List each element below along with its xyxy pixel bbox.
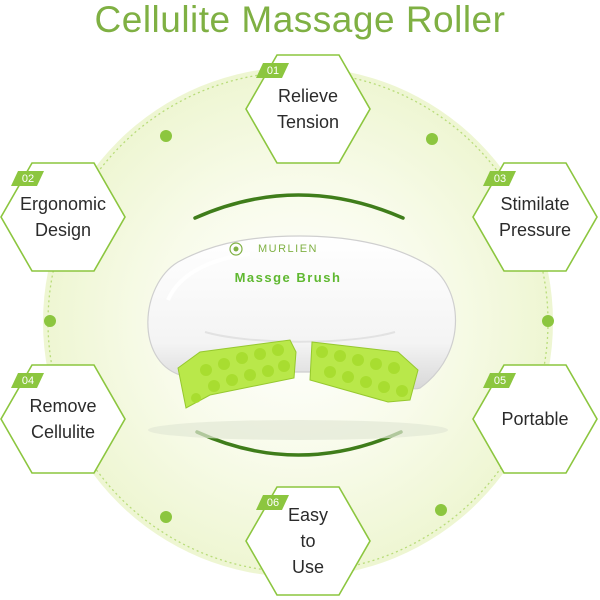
hexagon-icon <box>245 486 371 596</box>
feature-label: Ergonomic Design <box>19 194 107 240</box>
feature-label: Relieve Tension <box>276 86 340 132</box>
feature-ergonomic-design: 02 Ergonomic Design <box>0 162 126 272</box>
hexagon-icon <box>245 54 371 164</box>
feature-number: 01 <box>266 65 280 77</box>
massage-brush-product <box>147 235 456 440</box>
feature-number: 03 <box>493 173 507 185</box>
ring-dot <box>542 315 554 327</box>
top-arc <box>193 193 405 220</box>
feature-portable: 05 Portable <box>472 364 598 474</box>
hexagon-icon <box>0 162 126 272</box>
feature-stimilate-pressure: 03 Stimilate Pressure <box>472 162 598 272</box>
feature-number: 02 <box>21 173 35 185</box>
feature-label: Easy to Use <box>287 505 329 577</box>
ring-dot <box>426 133 438 145</box>
feature-label: Remove Cellulite <box>29 396 97 442</box>
feature-easy-to-use: 06 Easy to Use <box>245 486 371 596</box>
hexagon-icon <box>472 364 598 474</box>
ring-dot <box>160 130 172 142</box>
brand-logo-icon <box>229 242 243 256</box>
hexagon-icon <box>472 162 598 272</box>
product-brand: MURLIEN <box>257 243 318 255</box>
feature-label: Stimilate Pressure <box>498 194 572 240</box>
feature-label: Portable <box>501 409 569 429</box>
page-title: Cellulite Massage Roller <box>94 0 506 40</box>
ring-dot <box>44 315 56 327</box>
left-roller <box>177 339 297 409</box>
right-roller <box>309 341 419 403</box>
feature-relieve-tension: 01 Relieve Tension <box>245 54 371 164</box>
product-label: Massge Brush <box>234 270 342 285</box>
feature-number: 05 <box>493 375 507 387</box>
bottom-arc <box>195 430 403 457</box>
feature-number: 06 <box>266 497 280 509</box>
feature-remove-cellulite: 04 Remove Cellulite <box>0 364 126 474</box>
hexagon-icon <box>0 364 126 474</box>
feature-number: 04 <box>21 375 35 387</box>
ring-dot <box>160 511 172 523</box>
ring-dot <box>435 504 447 516</box>
